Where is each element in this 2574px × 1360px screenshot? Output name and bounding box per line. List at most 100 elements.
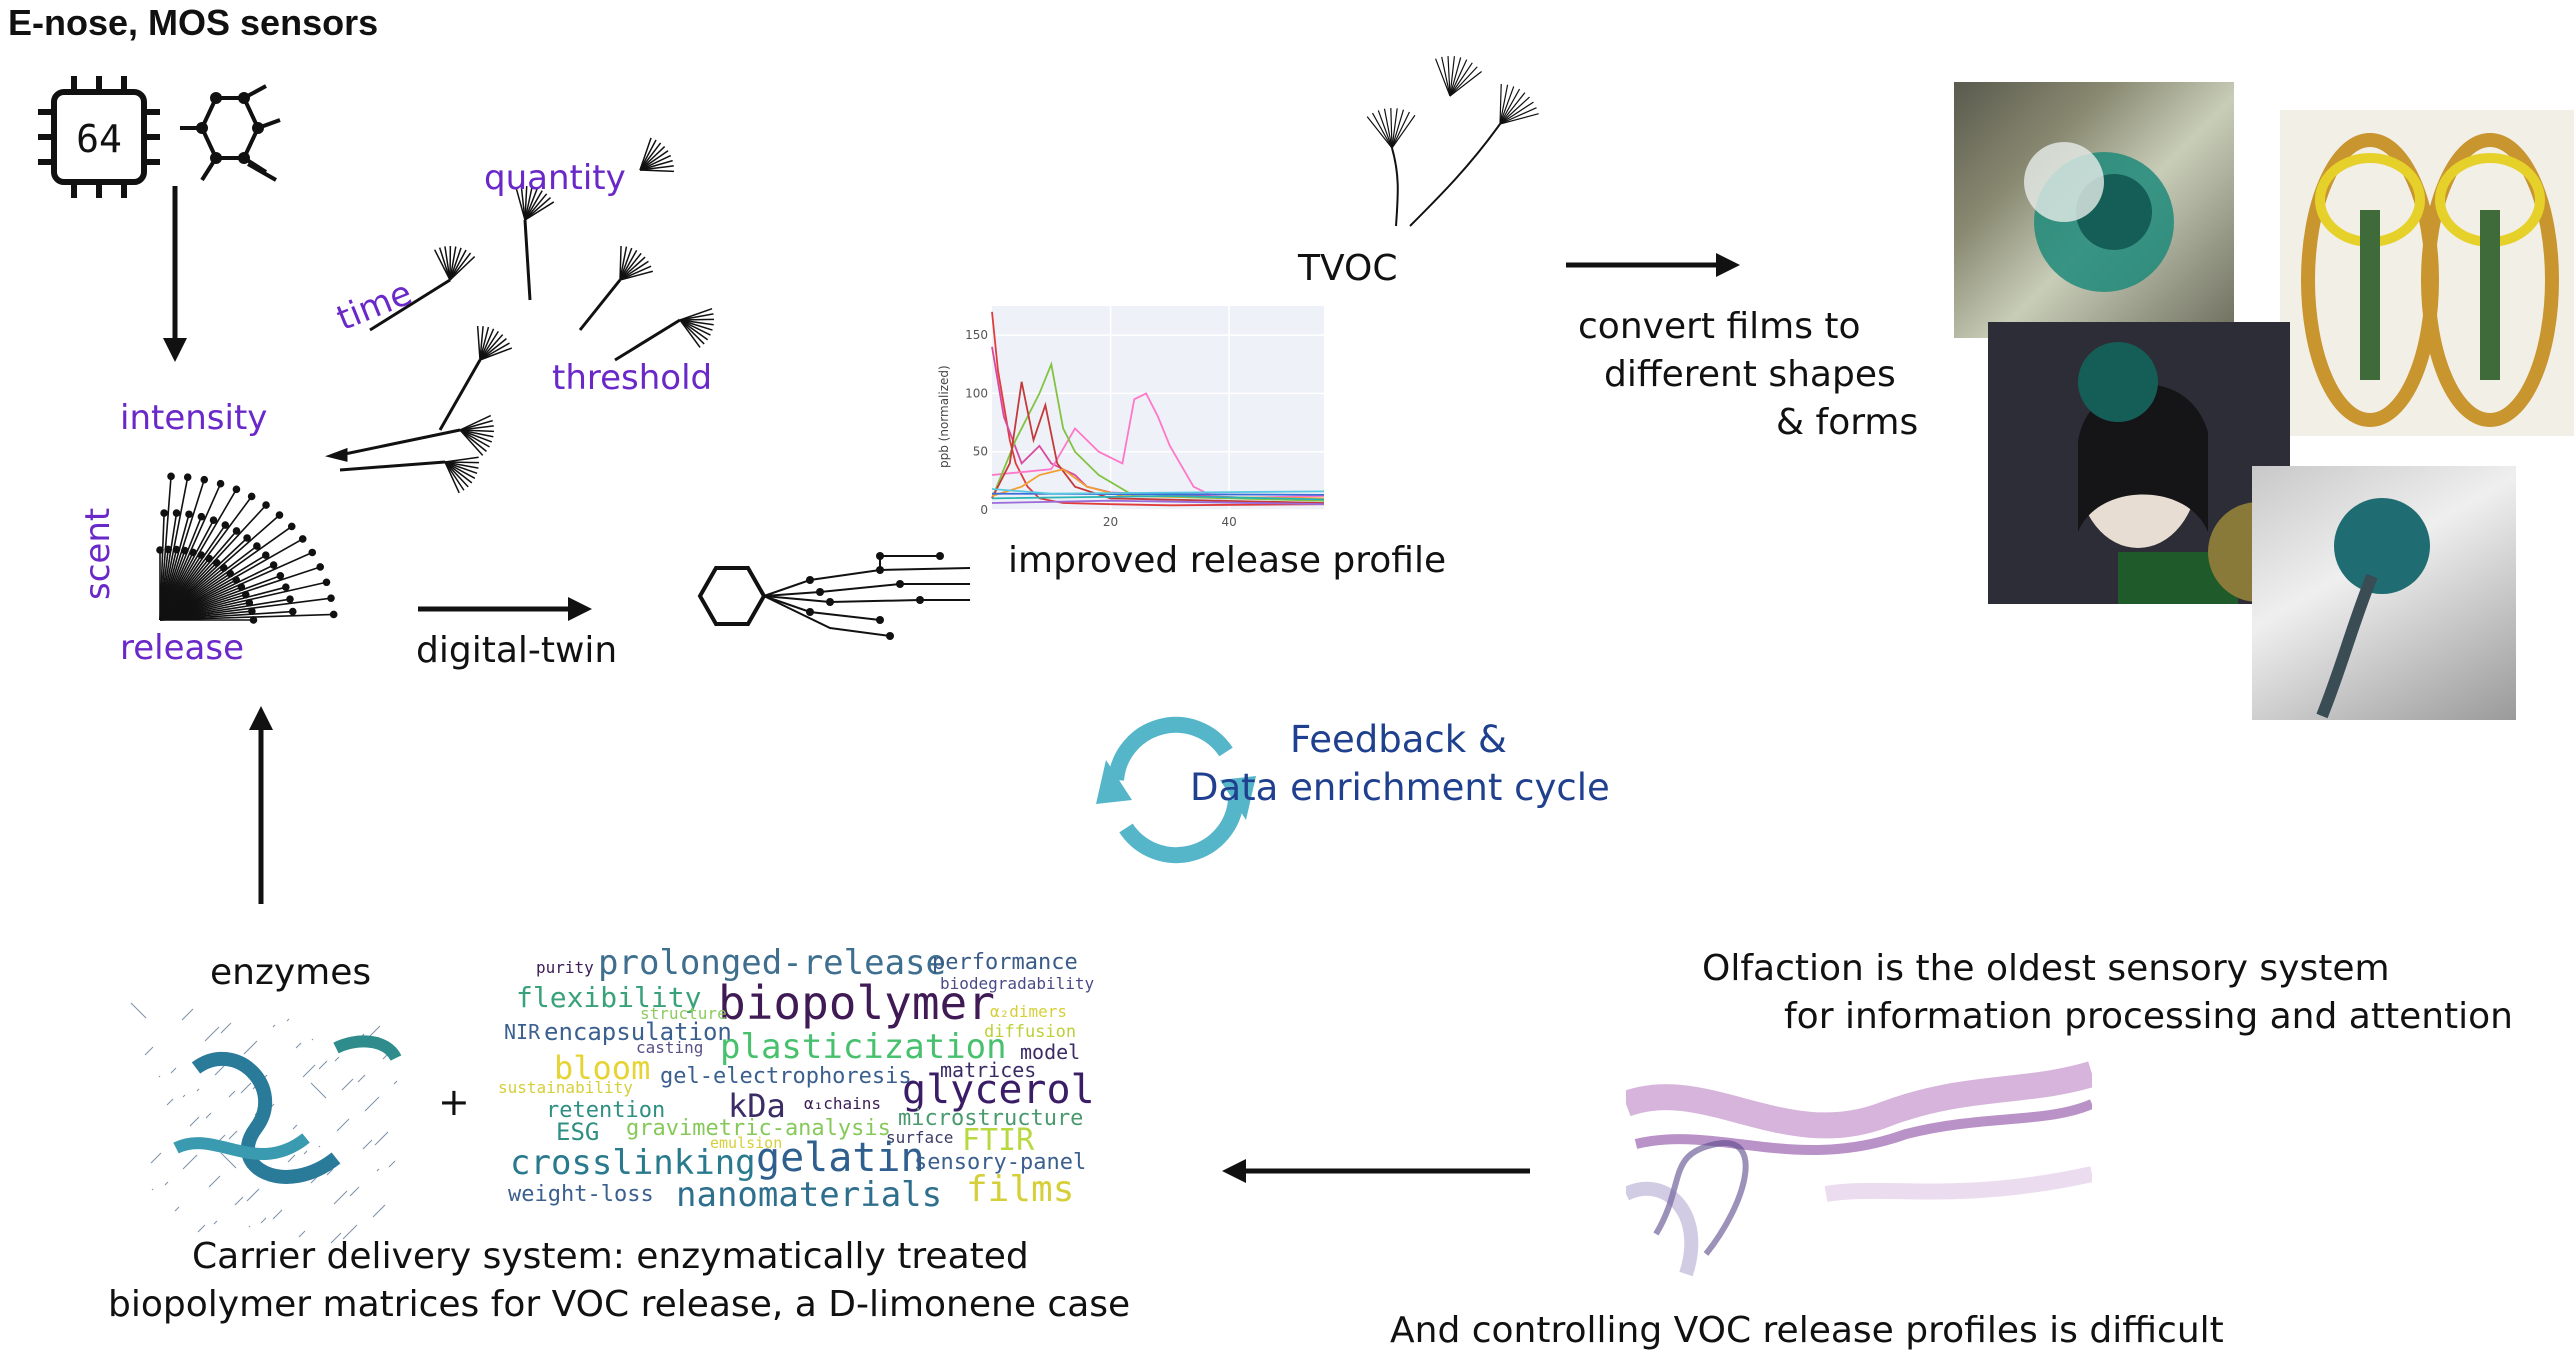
chart-series-line-3 (991, 361, 1325, 502)
enzymes-label: enzymes (210, 952, 372, 993)
burst-node (209, 516, 218, 525)
enzyme-bond (220, 1152, 237, 1169)
dandelion-seed-filament (479, 328, 495, 361)
dandelion-seed-filament (619, 249, 638, 281)
enzyme-bond (310, 1082, 327, 1099)
dandelion-seed-filament (639, 142, 662, 171)
dandelion-seed-filament (1499, 101, 1534, 125)
enzyme-bond (298, 1230, 306, 1238)
dandelion-seed-filament (479, 326, 484, 361)
burst-node (167, 472, 175, 481)
dandelion-seed-filament (444, 456, 479, 463)
enzyme-bond (260, 1217, 267, 1224)
dandelion-seed-filament (619, 270, 654, 281)
burst-ray (159, 551, 313, 621)
dandelion-seed-filament (1449, 71, 1482, 97)
dandelion-seed-filament (639, 137, 652, 171)
carrier-line-1: Carrier delivery system: enzymatically t… (192, 1236, 1029, 1277)
chip-icon: 64 (38, 76, 160, 198)
convert-line-1: convert films to (1578, 306, 1861, 347)
feedback-line-2: Data enrichment cycle (1190, 766, 1610, 809)
enzyme-bond (336, 1118, 350, 1132)
dandelion-seed-filament (639, 150, 669, 171)
enzyme-bond (287, 1154, 296, 1163)
burst-node (232, 527, 241, 535)
dandelion-seed-filament (1391, 109, 1405, 149)
burst-node (287, 522, 296, 531)
dandelion-seed-filament (1371, 112, 1393, 149)
word-cloud-term: biodegradability (940, 974, 1095, 993)
dandelion-seed-filament (1499, 107, 1537, 125)
dandelion-seed-filament (619, 246, 628, 281)
enzyme-bond (189, 1116, 200, 1127)
enzyme-bond (388, 1160, 396, 1168)
burst-ray (159, 525, 293, 621)
enzyme-bond (164, 1181, 169, 1186)
enzyme-bond (330, 1232, 342, 1244)
burst-node (216, 479, 225, 488)
enzyme-bond (213, 1220, 218, 1225)
word-cloud-term: biopolymer (718, 976, 995, 1030)
burst-node (185, 510, 193, 519)
dandelion-seed-filament (639, 169, 675, 173)
dandelion-seed-filament (679, 319, 709, 341)
chart-xtick-label: 20 (1103, 515, 1118, 529)
enzyme-bond (303, 1150, 308, 1155)
word-cloud-term: performance (932, 950, 1078, 975)
page-title: E-nose, MOS sensors (8, 2, 379, 43)
dandelion-seed-filament (459, 429, 494, 438)
chip-label: 64 (76, 117, 122, 161)
label-scent: scent (78, 507, 118, 600)
chart-ytick-label: 50 (973, 445, 988, 459)
dandelion-seed-filament (524, 190, 543, 221)
enzyme-bond (376, 1168, 380, 1172)
burst-node (286, 595, 294, 603)
dandelion-seed-filament (1435, 58, 1451, 97)
enzyme-bond (150, 1152, 162, 1164)
dandelion-seed-filament (679, 319, 711, 336)
enzyme-bond (302, 1064, 316, 1078)
dandelion-seed-filament (444, 461, 469, 488)
enzyme-bond (341, 1078, 354, 1091)
arrow-right-convert (1566, 253, 1740, 277)
chart-series-line-7 (991, 495, 1325, 501)
dandelion-seed-filament (1391, 114, 1416, 149)
word-cloud-term: structure (640, 1004, 727, 1023)
dandelion-seed-filament (515, 187, 526, 221)
dandelion-seed-filament (479, 338, 507, 361)
burst-node (183, 473, 192, 482)
dandelion-seed-filament (639, 165, 674, 171)
word-cloud-term: weight-loss (508, 1182, 654, 1207)
word-cloud-term: casting (636, 1038, 704, 1057)
chart-series-line-8 (991, 499, 1325, 506)
arrow-up (249, 706, 273, 904)
burst-node (247, 492, 256, 501)
burst-node (249, 616, 258, 624)
dandelion-seed-filament (479, 326, 490, 361)
enzyme-bond (357, 1074, 366, 1083)
circuit-icon (697, 552, 971, 640)
dandelion-seed-filament (444, 461, 480, 464)
chart-ytick-label: 100 (965, 386, 988, 400)
word-cloud-term: crosslinking (510, 1143, 756, 1183)
dandelion-seed-filament (459, 429, 484, 456)
burst-node (261, 551, 270, 559)
enzyme-structure-image (130, 1002, 402, 1244)
burst-node (200, 475, 209, 484)
dandelion-seed-filament (524, 188, 539, 221)
arrow-down (163, 186, 187, 362)
dandelion-seed-filament (1449, 56, 1456, 97)
burst-ray (159, 514, 281, 621)
dandelion-seed-filament (449, 256, 476, 281)
enzyme-bond (393, 1080, 398, 1085)
word-cloud-term: α₂dimers (990, 1002, 1068, 1021)
dandelion-seed-filament (1449, 59, 1468, 97)
word-cloud-term: kDa (728, 1087, 786, 1125)
word-cloud-term: gelatin (756, 1135, 925, 1181)
word-cloud-term: model (1020, 1040, 1081, 1064)
photo-flower-on-rope (1954, 82, 2234, 338)
dandelion-seed-filament (1449, 62, 1473, 97)
dandelion-seed-filament (619, 252, 642, 281)
word-cloud-term: α₁chains (804, 1094, 882, 1113)
